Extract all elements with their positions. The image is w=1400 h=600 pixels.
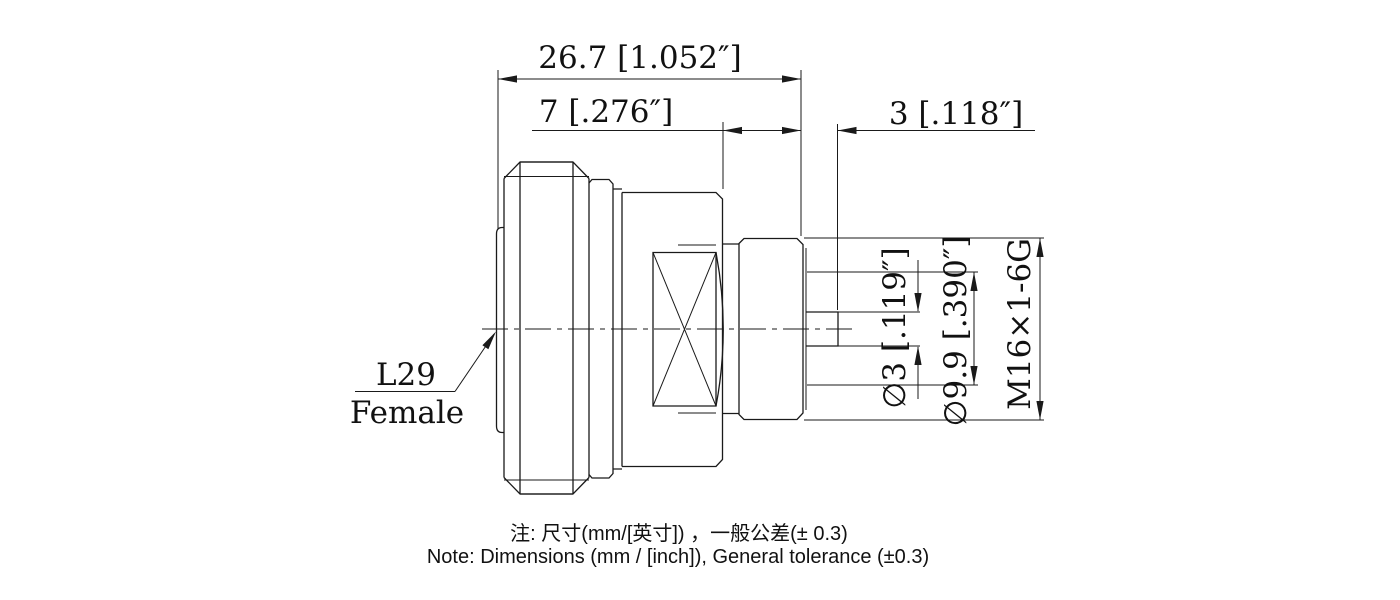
dim-boss-diameter-text: ∅9.9 [.390″] — [938, 236, 974, 427]
part-label-series: L29 — [376, 357, 436, 393]
bore-lines — [678, 244, 716, 414]
thread-cylinder — [738, 237, 804, 421]
dim-pin-diameter-text: ∅3 [.119″] — [877, 247, 913, 408]
thread-spec-text: M16×1-6G — [1002, 238, 1038, 410]
part-label-gender: Female — [350, 395, 464, 431]
groove — [613, 188, 622, 470]
dim-pin-length-text: 3 [.118″] — [889, 96, 1023, 132]
dim-overall-length-text: 26.7 [1.052″] — [538, 40, 741, 76]
hex-nut — [503, 161, 590, 495]
front-lip — [495, 226, 504, 434]
insulator-section — [652, 251, 724, 407]
arrowheads — [482, 75, 1044, 420]
connector-outline — [482, 161, 853, 495]
note-line-cn: 注: 尺寸(mm/[英寸]) ，一般公差(± 0.3) — [510, 522, 848, 545]
neck — [722, 243, 739, 415]
dim-hex-length-text: 7 [.276″] — [539, 94, 673, 130]
extension-lines — [497, 70, 1044, 421]
note-line-en: Note: Dimensions (mm / [inch]), General … — [427, 546, 929, 568]
